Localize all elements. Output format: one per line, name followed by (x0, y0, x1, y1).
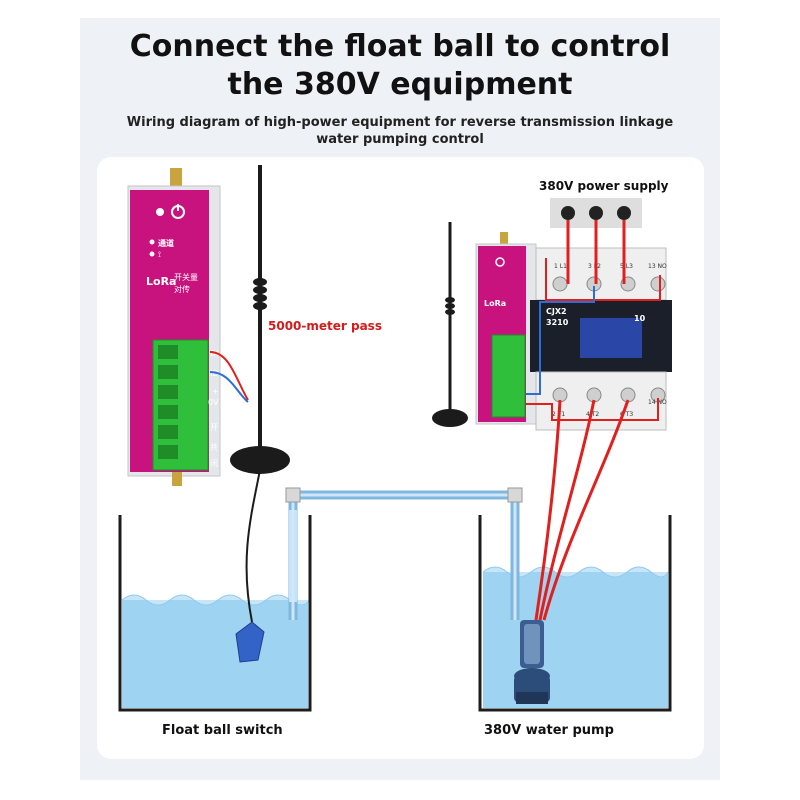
term-0v: 0V (208, 398, 219, 407)
term-t3: 6 T3 (620, 411, 633, 418)
right-tank (478, 515, 672, 712)
right-tank-walls (478, 515, 672, 712)
term-common: 共 (210, 443, 218, 452)
water-pump (514, 620, 550, 704)
signal-icon: ⟟ (158, 250, 161, 259)
wire-blue-left (209, 371, 249, 403)
term-plus: + (212, 387, 219, 396)
term-id: ID (210, 369, 219, 378)
antenna-right (432, 222, 468, 427)
contactor-model-2: 3210 (546, 318, 569, 327)
page-title: Connect the float ball to control the 38… (0, 28, 800, 104)
left-tank-water (122, 600, 308, 708)
device-desc-1: 开关量 (174, 272, 198, 282)
device-desc-2: 对传 (174, 284, 190, 294)
wire-red-left (209, 351, 249, 401)
pipe-elbow-right (507, 487, 523, 503)
left-tank (118, 515, 312, 712)
contactor-rating: 10 (634, 314, 646, 323)
pipe-outflow (289, 510, 297, 602)
left-tank-water-surface (121, 594, 311, 606)
page-subtitle: Wiring diagram of high-power equipment f… (0, 114, 800, 148)
power-supply-label: 380V power supply (539, 179, 669, 193)
term-13no: 13 NO (648, 263, 667, 270)
contactor-model-1: CJX2 (546, 307, 567, 316)
subtitle-line-1: Wiring diagram of high-power equipment f… (126, 115, 674, 130)
pass-distance-label: 5000-meter pass (268, 319, 382, 333)
float-switch-label: Float ball switch (162, 723, 283, 738)
term-l1: 1 L1 (554, 263, 567, 270)
wires-right (526, 220, 661, 621)
float-ball (235, 621, 265, 663)
title-line-2: the 380V equipment (227, 67, 573, 102)
left-tank-walls (118, 515, 312, 712)
lora-device-right: LoRa (475, 232, 537, 425)
device-brand: LoRa (146, 275, 176, 288)
antenna-left (230, 165, 290, 623)
term-open: 开 (210, 423, 218, 432)
contactor: 1 L1 3 L2 5 L3 13 NO CJX2 3210 10 2 T1 4… (530, 198, 672, 431)
term-close: 闭 (210, 459, 218, 468)
title-line-1: Connect the float ball to control (129, 29, 671, 64)
device-brand-right: LoRa (484, 299, 506, 308)
subtitle-line-2: water pumping control (316, 132, 484, 147)
lora-device-left: 通道 ⟟ LoRa 开关量 对传 DI ID + 0V 开 共 闭 (127, 168, 221, 486)
pipe-elbow-left (285, 487, 301, 503)
term-l3: 5 L3 (620, 263, 633, 270)
water-pipe (285, 487, 523, 620)
term-t2: 4 T2 (586, 411, 599, 418)
water-pump-label: 380V water pump (484, 723, 614, 738)
device-channel-label: 通道 (158, 238, 174, 248)
